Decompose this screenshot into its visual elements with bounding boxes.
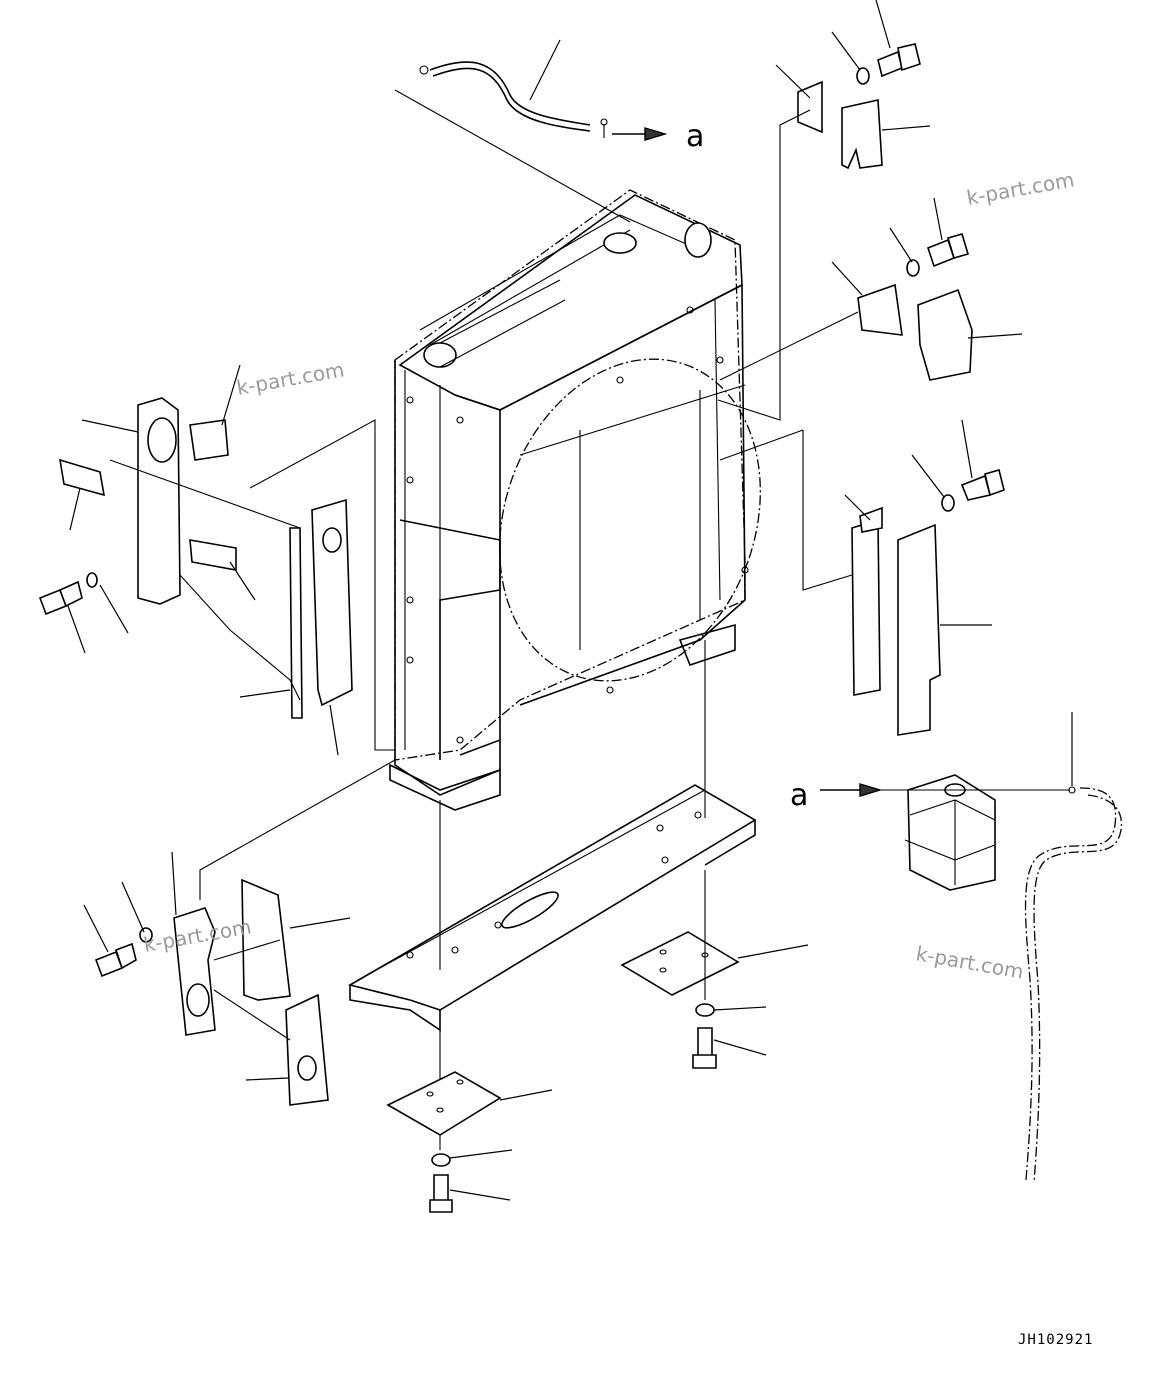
- reserve-tank: a: [790, 712, 1123, 1183]
- watermark-left: k-part.com: [235, 357, 346, 400]
- mount-pads: [386, 870, 809, 1213]
- right-seal-set: [719, 419, 1005, 736]
- mid-right-bracket-set: [719, 197, 1023, 381]
- drawing-code: JH102921: [1018, 1332, 1093, 1348]
- ref-label-a-top: a: [686, 119, 704, 154]
- watermark-lower-right: k-part.com: [914, 941, 1025, 984]
- radiator-assembly: [389, 189, 761, 811]
- watermark-top-right: k-part.com: [965, 167, 1076, 210]
- lower-left-seal-set: [83, 759, 396, 1106]
- bottom-cross-member: [347, 640, 757, 1032]
- overflow-hose-top: a: [394, 39, 704, 223]
- ref-label-a-tank: a: [790, 778, 808, 813]
- upper-right-bracket-set: [717, 0, 931, 421]
- left-seal-set: [38, 364, 395, 756]
